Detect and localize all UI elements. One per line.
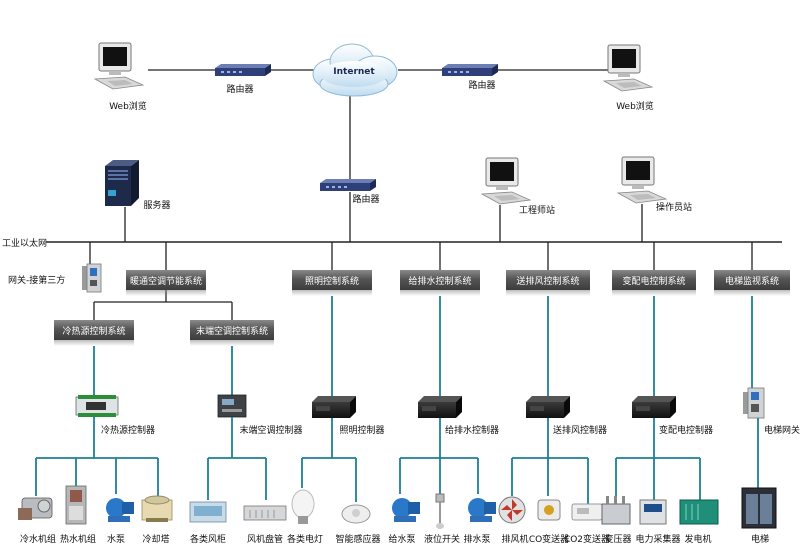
- internet-label: Internet: [333, 67, 375, 77]
- header-cold-hot: 冷热源控制系统: [54, 320, 134, 340]
- supply-pump-icon: [392, 498, 420, 522]
- header-hvac: 暖通空调节能系统: [126, 270, 206, 290]
- header-hvac-label: 暖通空调节能系统: [130, 275, 202, 287]
- device-fan-coil-label: 风机盘管: [247, 533, 283, 545]
- header-water-label: 给排水控制系统: [408, 275, 471, 287]
- header-cold-hot-label: 冷热源控制系统: [62, 325, 125, 337]
- header-water: 给排水控制系统: [400, 270, 480, 290]
- cooling-tower-icon: [141, 495, 173, 522]
- operator-label: 操作员站: [656, 201, 692, 213]
- system-headers: 暖通空调节能系统 冷热源控制系统 末端空调控制系统 照明控制系统 给排水控制系统…: [54, 270, 790, 340]
- header-lighting-label: 照明控制系统: [305, 275, 359, 287]
- water-pump-hvac-icon: [106, 498, 134, 522]
- device-exhaust-fan-label: 排风机: [501, 533, 528, 545]
- router-right-icon: [442, 64, 498, 76]
- hvac-links: [93, 242, 233, 320]
- header-terminal: 末端空调控制系统: [190, 320, 274, 340]
- controller-lighting-label: 照明控制器: [339, 424, 384, 436]
- elevator-gateway-icon: [743, 387, 765, 419]
- controller-cold-hot-label: 冷热源控制器: [101, 424, 155, 436]
- generator-icon: [679, 499, 719, 525]
- hot-water-unit-icon: [65, 485, 87, 525]
- air-cabinet-icon: [189, 501, 227, 523]
- gateway-third-label: 网关-接第三方: [8, 274, 65, 286]
- device-level-switch-label: 液位开关: [424, 533, 460, 545]
- device-drain-pump-label: 排水泵: [463, 533, 490, 545]
- device-collector-label: 电力采集器: [635, 533, 680, 545]
- device-chiller-label: 冷水机组: [20, 533, 56, 545]
- co-transmitter-icon: [537, 499, 561, 521]
- device-co-label: CO变送器: [529, 533, 569, 545]
- controller-power-label: 变配电控制器: [659, 424, 713, 436]
- controller-water-icon: [418, 396, 462, 418]
- router-center-icon: [320, 179, 376, 191]
- internet-cloud: Internet: [312, 43, 398, 97]
- header-ventilation: 送排风控制系统: [506, 270, 590, 290]
- water-chiller-icon: [18, 497, 53, 520]
- device-pump-hvac-label: 水泵: [107, 533, 125, 545]
- header-terminal-label: 末端空调控制系统: [196, 325, 268, 337]
- device-supply-pump-label: 给水泵: [388, 533, 415, 545]
- controller-terminal-label: 末端空调控制器: [239, 424, 302, 436]
- router-left-icon: [215, 64, 271, 76]
- engineer-pc-icon: [480, 157, 532, 205]
- device-drops: [35, 458, 701, 504]
- controller-ventilation-icon: [526, 396, 570, 418]
- controller-ventilation-label: 送排风控制器: [553, 424, 607, 436]
- controller-lighting-icon: [312, 396, 356, 418]
- controller-cold-hot-icon: [75, 395, 119, 417]
- device-air-cabinet-label: 各类风柜: [190, 533, 226, 545]
- device-lamp-label: 各类电灯: [287, 533, 323, 545]
- web-right-label: Web浏览: [616, 100, 654, 112]
- router-center-label: 路由器: [352, 193, 379, 205]
- header-elevator: 电梯监视系统: [714, 270, 790, 290]
- gateway-third-icon: [82, 263, 102, 293]
- drain-pump-icon: [468, 498, 496, 522]
- router-left-label: 路由器: [226, 83, 253, 95]
- backbone-drops: [331, 242, 753, 270]
- exhaust-fan-icon: [498, 496, 526, 524]
- device-sensor-label: 智能感应器: [335, 533, 380, 545]
- operator-pc-icon: [616, 156, 668, 204]
- server-icon: [105, 160, 139, 206]
- device-cooling-tower-label: 冷却塔: [142, 533, 169, 545]
- level-switch-icon: [435, 493, 445, 529]
- device-co2-label: CO2变送器: [564, 533, 610, 545]
- smart-sensor-icon: [341, 504, 371, 524]
- fan-coil-icon: [243, 505, 287, 521]
- controller-terminal-icon: [217, 394, 247, 418]
- network-label: 工业以太网: [2, 237, 47, 249]
- header-power: 变配电控制系统: [612, 270, 696, 290]
- engineer-label: 工程师站: [519, 204, 555, 216]
- top-links: [148, 69, 608, 242]
- header-power-label: 变配电控制系统: [622, 275, 685, 287]
- transformer-icon: [601, 496, 631, 525]
- device-generator-label: 发电机: [684, 533, 711, 545]
- elevator-icon: [741, 487, 777, 529]
- web-pc-left-icon: [93, 42, 145, 90]
- device-elevator-label: 电梯: [751, 533, 769, 545]
- header-shadows: [54, 290, 790, 346]
- web-pc-right-icon: [602, 44, 654, 92]
- device-hot-water-label: 热水机组: [60, 533, 96, 545]
- co2-transmitter-icon: [571, 503, 603, 521]
- header-ventilation-label: 送排风控制系统: [516, 275, 579, 287]
- elevator-gateway-label: 电梯网关: [764, 424, 800, 436]
- controller-links: [93, 296, 753, 396]
- router-right-label: 路由器: [468, 79, 495, 91]
- header-lighting: 照明控制系统: [292, 270, 372, 290]
- server-label: 服务器: [143, 199, 170, 211]
- device-bus-drops: [93, 417, 759, 488]
- lamp-icon: [291, 489, 315, 524]
- header-elevator-label: 电梯监视系统: [725, 275, 779, 287]
- controller-water-label: 给排水控制器: [445, 424, 499, 436]
- web-left-label: Web浏览: [109, 100, 147, 112]
- power-collector-icon: [639, 499, 667, 525]
- device-transformer-label: 变压器: [604, 533, 631, 545]
- controller-power-icon: [632, 396, 676, 418]
